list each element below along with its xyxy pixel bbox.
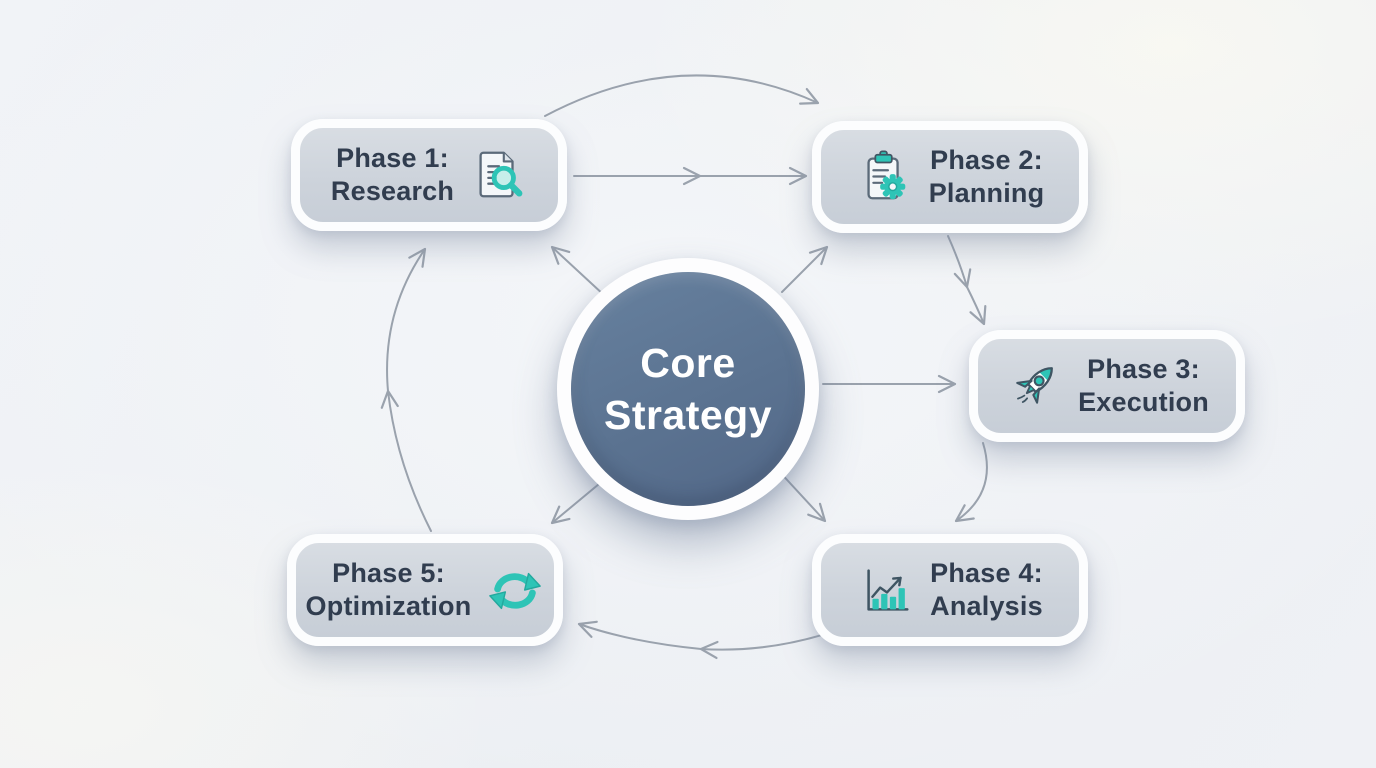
phase-4-title: Phase 4: xyxy=(930,558,1043,589)
document-search-icon xyxy=(479,151,523,198)
arrow-phase2-to-phase3-b xyxy=(966,286,987,326)
phase-2-title: Phase 2: xyxy=(930,145,1043,176)
core-strategy-node: Core Strategy xyxy=(557,258,819,520)
refresh-cycle-icon xyxy=(489,572,542,610)
core-strategy-label: Core Strategy xyxy=(604,337,772,442)
core-strategy-line1: Core xyxy=(640,339,736,386)
phase-3-label: Phase 3: Execution xyxy=(1078,353,1209,419)
phase-1-subtitle: Research xyxy=(330,176,455,206)
clipboard-gear-icon xyxy=(867,150,905,200)
phase-2-label: Phase 2: Planning xyxy=(929,144,1045,210)
phase-1-title: Phase 1: xyxy=(336,143,449,174)
phase-1-card: Phase 1: Research xyxy=(291,119,567,231)
phase-3-subtitle: Execution xyxy=(1078,387,1209,417)
phase-3-card: Phase 3: Execution xyxy=(969,330,1245,442)
phase-3-title: Phase 3: xyxy=(1087,354,1200,385)
phase-4-card: Phase 4: Analysis xyxy=(812,534,1088,646)
arrow-phase5-to-phase1-a xyxy=(380,389,432,532)
phase-5-card: Phase 5: Optimization xyxy=(287,534,563,646)
bar-chart-icon xyxy=(867,569,909,611)
rocket-icon xyxy=(1016,367,1054,404)
phase-2-subtitle: Planning xyxy=(928,178,1045,208)
arrow-center-to-phase2 xyxy=(781,245,829,293)
phase-5-subtitle: Optimization xyxy=(305,591,472,621)
arrow-phase3-to-phase4 xyxy=(954,442,988,523)
phase-5-label: Phase 5: Optimization xyxy=(306,557,472,623)
arrow-center-to-phase4 xyxy=(776,468,827,523)
arrow-phase2-to-phase3-a xyxy=(947,235,972,289)
core-strategy-disc: Core Strategy xyxy=(571,272,805,506)
phase-2-card: Phase 2: Planning xyxy=(812,121,1088,233)
phase-5-title: Phase 5: xyxy=(332,558,445,589)
arrow-phase1-to-phase2-arc xyxy=(544,74,820,117)
core-strategy-line2: Strategy xyxy=(603,392,773,438)
phase-1-label: Phase 1: Research xyxy=(331,142,454,208)
arrow-center-to-phase1 xyxy=(550,245,606,297)
phase-4-subtitle: Analysis xyxy=(930,591,1043,621)
phase-4-label: Phase 4: Analysis xyxy=(930,557,1043,623)
arrow-center-to-phase5 xyxy=(550,478,606,525)
arrow-phase4-to-phase5-b xyxy=(577,620,702,650)
arrow-phase5-to-phase1-b xyxy=(386,247,427,392)
